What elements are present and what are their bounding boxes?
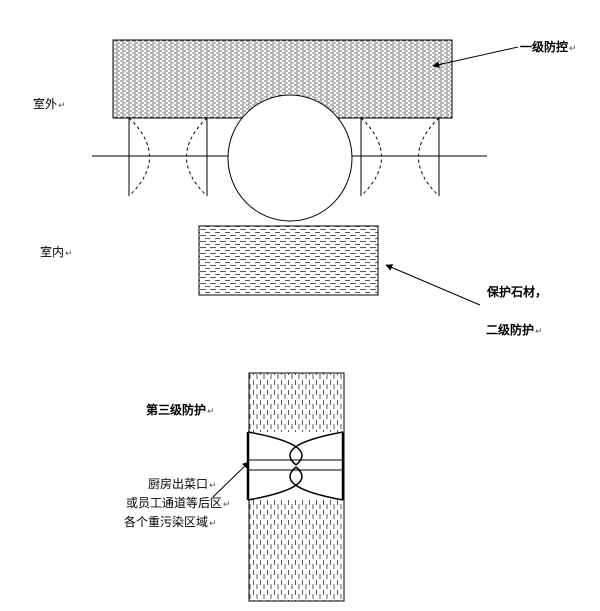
level3-door: [246, 431, 345, 501]
level1-arrow: [432, 46, 519, 69]
area-line-1: 厨房出菜口↵: [148, 477, 217, 491]
area-line-3: 各个重污染区域↵: [124, 515, 217, 529]
outdoor-label: 室外↵: [33, 97, 66, 111]
level2-mat: [198, 225, 379, 296]
level2-label-line1: 保护石材，: [487, 285, 548, 299]
level3-label: 第三级防护↵: [146, 403, 215, 417]
level2-arrow: [385, 264, 481, 306]
indoor-label: 室内↵: [40, 245, 73, 259]
area-label: 厨房出菜口↵ 或员工通道等后区↵ 各个重污染区域↵: [124, 476, 231, 533]
area-line-2: 或员工通道等后区↵: [126, 496, 231, 510]
revolving-door: [227, 94, 353, 222]
left-swing-door: [128, 117, 208, 197]
level2-label-line2: 二级防护↵: [486, 323, 543, 337]
level1-label: 一级防控↵: [520, 40, 577, 54]
level3-arrow: [212, 461, 250, 498]
right-swing-door: [360, 117, 440, 197]
